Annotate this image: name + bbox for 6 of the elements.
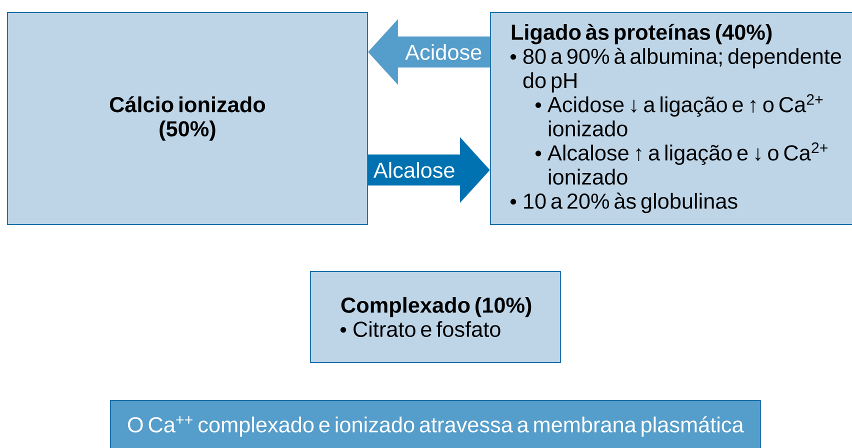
banner-box: O Ca$^{++}$ complexado e ionizado atravessa a membrana plasmática bbox=[110, 400, 761, 448]
edge-label: Acidose bbox=[404, 42, 484, 62]
process-box: Complexado (10%) Citrato e fosfato bbox=[310, 271, 561, 363]
process-box: Ligado às proteínas (40%) 80 a 90% à albumina; dependente do pH Acidose ↓ a ligação e ↑ o Ca$^{2+}$ ionizado Alcalose ↑ a ligação e ↓ o Ca$^{2+}$ ionizado 10 a 20% às globulinas bbox=[490, 12, 852, 225]
edge-label: Alcalose bbox=[372, 160, 456, 180]
process-box: Cálcio ionizado (50%) bbox=[7, 12, 368, 225]
